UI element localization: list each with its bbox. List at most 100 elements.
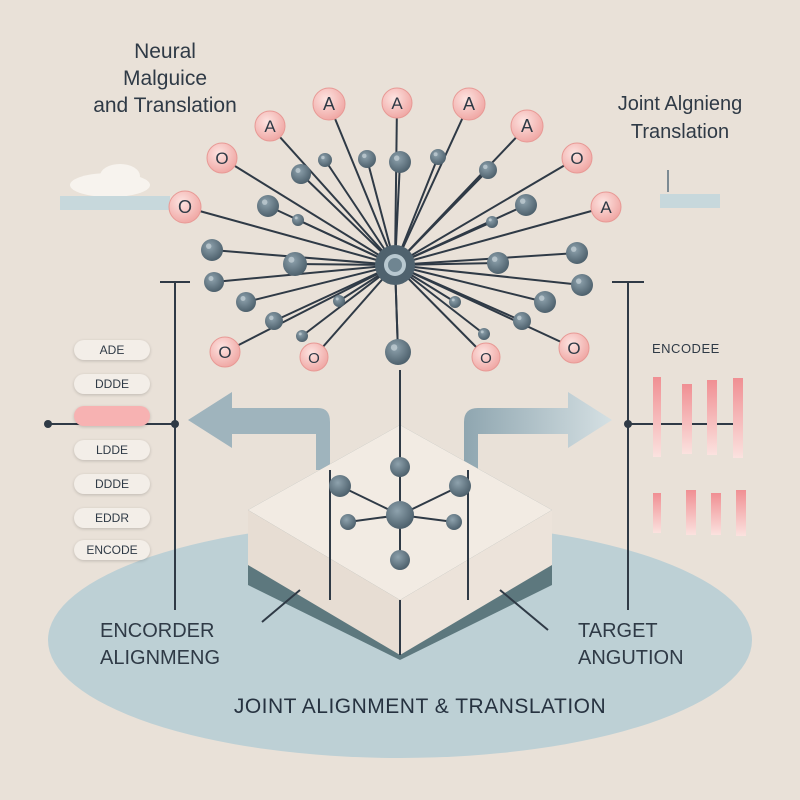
hidden-node	[479, 161, 497, 179]
network-edge	[224, 264, 396, 353]
hidden-node	[385, 339, 411, 365]
hidden-node	[534, 291, 556, 313]
left-rail-joint	[171, 420, 179, 428]
network-edge	[273, 264, 396, 322]
label-encoder-line-2: ALIGNMENG	[100, 647, 221, 669]
output-token-node: A	[590, 191, 622, 223]
node-letter: A	[600, 198, 612, 217]
hidden-node	[486, 216, 498, 228]
hidden-node	[201, 239, 223, 261]
label-encoder-line-1: ENCORDER	[100, 620, 215, 642]
arrow-left	[188, 392, 330, 470]
network-edge	[394, 103, 470, 266]
node-letter: O	[308, 350, 320, 367]
hidden-node	[204, 272, 224, 292]
node-letter: O	[215, 149, 228, 168]
hidden-node	[296, 330, 308, 342]
network-edge	[394, 264, 583, 286]
title-right: Joint Algnieng Translation	[580, 90, 780, 146]
network-edge	[324, 159, 396, 266]
output-token-node: O	[206, 142, 238, 174]
hidden-node	[571, 274, 593, 296]
hidden-node	[389, 151, 411, 173]
label-target-line-2: ANGUTION	[578, 647, 684, 669]
output-token-node: A	[312, 87, 346, 121]
hidden-node	[236, 292, 256, 312]
network-edge	[394, 157, 578, 266]
network-edge	[300, 173, 396, 266]
network-edge	[213, 264, 396, 283]
node-letter: O	[178, 197, 192, 217]
network-edge	[184, 206, 396, 266]
output-token-node: A	[254, 110, 286, 142]
title-right-line-1: Joint Algnieng	[617, 93, 743, 115]
left-chip-6: EDDR	[74, 508, 150, 528]
network-edge	[394, 169, 489, 266]
node-letter: O	[218, 343, 231, 362]
hidden-node	[257, 195, 279, 217]
label-bottom: JOINT ALIGNMENT & TRANSLATION	[233, 695, 607, 718]
output-token-node: A	[452, 87, 486, 121]
hidden-node	[430, 149, 446, 165]
output-token-node: A	[510, 109, 544, 143]
label-target: TARGET ANGUTION	[578, 618, 684, 672]
network-edge	[269, 125, 396, 266]
cloud-right	[660, 170, 720, 208]
left-chip-2: DDDE	[74, 374, 150, 394]
title-right-line-2: Translation	[630, 121, 730, 143]
hidden-node	[513, 312, 531, 330]
network-edges	[184, 102, 607, 358]
output-token-node: O	[558, 332, 590, 364]
output-token-node: O	[168, 190, 202, 224]
hidden-node	[318, 153, 332, 167]
right-bars-top	[653, 377, 743, 458]
network-edge	[328, 103, 396, 266]
cloud-left	[60, 164, 170, 210]
network-edge	[394, 264, 523, 322]
network-edge	[394, 206, 607, 266]
output-token-node: A	[381, 87, 413, 119]
left-chip-1: ADE	[74, 340, 150, 360]
title-left-line-2: Malguice	[122, 67, 208, 90]
left-rail-dot	[44, 420, 52, 428]
network-nodes: A A A A A O O O A O O O O	[168, 87, 622, 372]
left-chip-4: LDDE	[74, 440, 150, 460]
node-letter: A	[463, 94, 475, 114]
node-letter: O	[570, 149, 583, 168]
left-chip-3	[74, 406, 150, 426]
network-edge	[394, 252, 578, 266]
hidden-node	[291, 164, 311, 184]
node-letter: A	[264, 117, 276, 136]
network-edge	[245, 264, 396, 303]
title-left: Neural Malguice and Translation	[70, 38, 260, 119]
right-tag-encode: ENCODEE	[652, 341, 720, 356]
hidden-node	[478, 328, 490, 340]
node-letter: O	[567, 339, 580, 358]
label-encoder: ENCORDER ALIGNMENG	[100, 618, 220, 672]
node-letter: A	[521, 116, 533, 136]
title-left-line-1: Neural	[134, 40, 196, 63]
output-token-node: O	[561, 142, 593, 174]
left-chip-5: DDDE	[74, 474, 150, 494]
hidden-node	[449, 296, 461, 308]
right-bars-bottom	[653, 490, 746, 536]
network-edge	[394, 264, 487, 358]
label-target-line-1: TARGET	[578, 620, 658, 642]
node-letter: A	[391, 94, 403, 113]
title-left-line-3: and Translation	[93, 94, 237, 117]
hidden-node	[358, 150, 376, 168]
hidden-node	[292, 214, 304, 226]
left-chip-7: ENCODE	[74, 540, 150, 560]
hidden-node	[333, 295, 345, 307]
output-token-node: O	[471, 342, 501, 372]
central-hub-node	[375, 245, 415, 285]
node-letter: O	[480, 350, 492, 367]
right-rail-joint	[624, 420, 632, 428]
output-token-node: O	[299, 342, 329, 372]
arrow-right	[464, 392, 612, 470]
hidden-node	[566, 242, 588, 264]
network-edge	[313, 264, 396, 358]
hidden-node	[487, 252, 509, 274]
block-nodes	[329, 457, 471, 570]
